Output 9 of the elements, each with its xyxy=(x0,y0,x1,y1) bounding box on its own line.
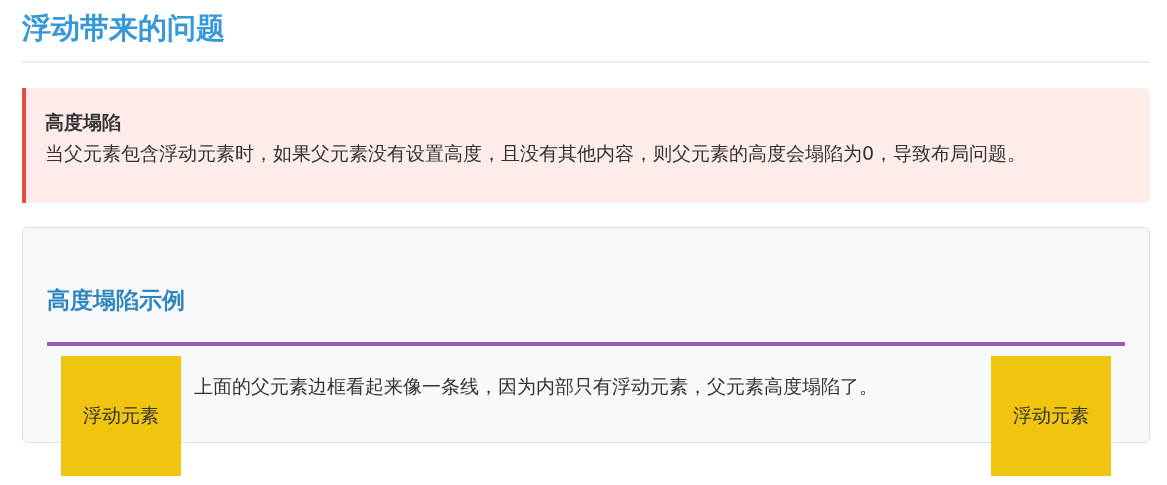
alert-heading: 高度塌陷 xyxy=(45,110,121,135)
example-heading: 高度塌陷示例 xyxy=(47,286,185,315)
float-box: 浮动元素 xyxy=(991,356,1111,476)
alert-box xyxy=(22,88,1150,203)
example-panel xyxy=(22,227,1150,443)
alert-text: 当父元素包含浮动元素时，如果父元素没有设置高度，且没有其他内容，则父元素的高度会塌陷为0，导致布局问题。 xyxy=(45,141,1027,166)
example-text: 上面的父元素边框看起来像一条线，因为内部只有浮动元素，父元素高度塌陷了。 xyxy=(194,374,878,399)
page-title: 浮动带来的问题 xyxy=(22,10,225,47)
float-box: 浮动元素 xyxy=(61,356,181,476)
